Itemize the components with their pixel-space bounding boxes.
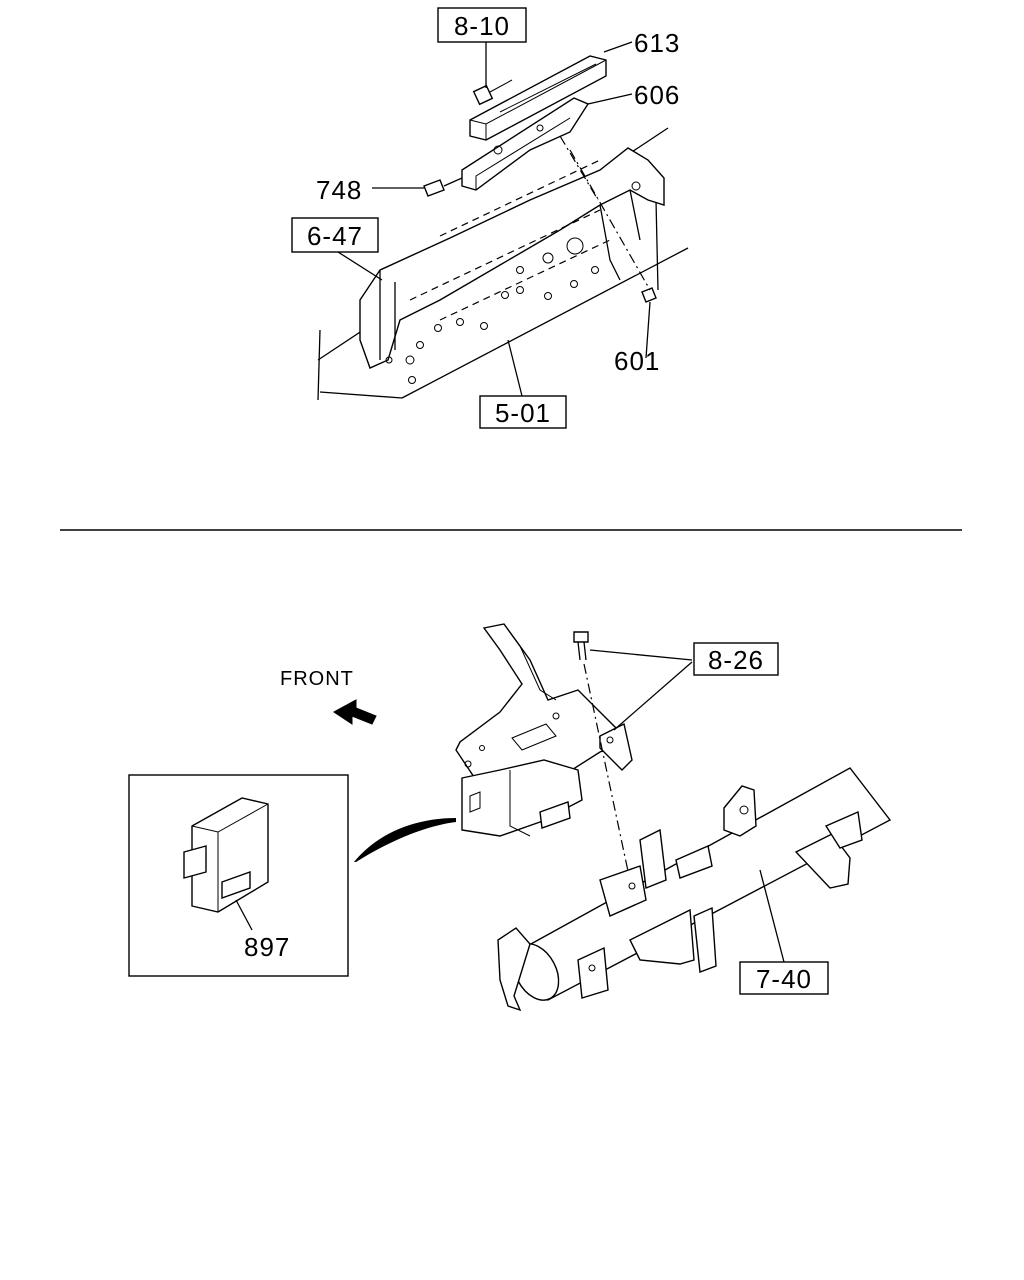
bottom-leader-lines bbox=[589, 649, 785, 963]
part-number-613[interactable]: 613 bbox=[634, 28, 680, 58]
callout-arrow bbox=[354, 818, 456, 862]
inset-box-897 bbox=[128, 774, 349, 977]
part-601-nut bbox=[641, 287, 657, 303]
ecu-bracket-assembly bbox=[455, 623, 633, 837]
part-number-606[interactable]: 606 bbox=[634, 80, 680, 110]
ref-box-8-26[interactable]: 8-26 bbox=[693, 642, 779, 676]
ref-box-7-40[interactable]: 7-40 bbox=[739, 961, 829, 995]
part-613-module bbox=[469, 55, 607, 141]
ref-box-5-01[interactable]: 5-01 bbox=[479, 395, 567, 429]
svg-text:8-26: 8-26 bbox=[708, 645, 764, 675]
ref-box-6-47[interactable]: 6-47 bbox=[291, 217, 379, 253]
bolt-8-26 bbox=[573, 631, 589, 661]
svg-text:6-47: 6-47 bbox=[307, 221, 363, 251]
bolt-assembly-line bbox=[583, 663, 633, 891]
part-606-bracket bbox=[461, 97, 590, 191]
svg-text:8-10: 8-10 bbox=[454, 11, 510, 41]
svg-text:5-01: 5-01 bbox=[495, 398, 551, 428]
part-748-bolt bbox=[423, 177, 463, 197]
frame-holes bbox=[385, 181, 641, 384]
part-number-601[interactable]: 601 bbox=[614, 346, 660, 376]
top-assembly-drawing bbox=[317, 55, 689, 401]
ref-box-8-10[interactable]: 8-10 bbox=[437, 7, 527, 43]
front-direction-label: FRONT bbox=[280, 668, 354, 690]
front-arrow-icon bbox=[333, 699, 377, 725]
top-leader-lines bbox=[337, 41, 651, 397]
svg-text:7-40: 7-40 bbox=[756, 964, 812, 994]
part-number-897[interactable]: 897 bbox=[244, 932, 290, 962]
cross-member-tube bbox=[497, 767, 892, 1012]
part-number-748[interactable]: 748 bbox=[316, 175, 362, 205]
